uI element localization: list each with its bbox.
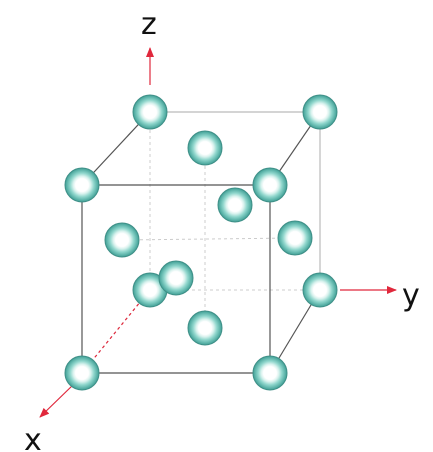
atom-corner-back-bottom-right: [302, 272, 338, 308]
atom-face-bottom: [187, 310, 223, 346]
x-axis-label: x: [24, 423, 42, 452]
cube-back-edges: [150, 111, 321, 290]
y-axis-label: y: [402, 278, 420, 313]
atom-face-top: [187, 130, 223, 166]
hidden-face-diagonal-2: [121, 237, 296, 241]
atoms: [64, 94, 338, 391]
atom-corner-front-bottom-right: [252, 355, 288, 391]
x-axis-arrow: [39, 383, 75, 418]
axes: [39, 47, 397, 418]
atom-face-upper-right: [217, 187, 253, 223]
atom-corner-front-top-right: [252, 167, 288, 203]
atom-corner-back-top-right: [302, 94, 338, 130]
atom-face-front: [158, 260, 194, 296]
hidden-edges: [81, 112, 320, 374]
z-axis-label: z: [141, 7, 157, 42]
atom-corner-front-top-left: [64, 167, 100, 203]
atom-face-left: [104, 222, 140, 258]
atom-corner-front-bottom-left: [64, 355, 100, 391]
atom-face-right: [277, 220, 313, 256]
atom-corner-back-top-left: [132, 94, 168, 130]
